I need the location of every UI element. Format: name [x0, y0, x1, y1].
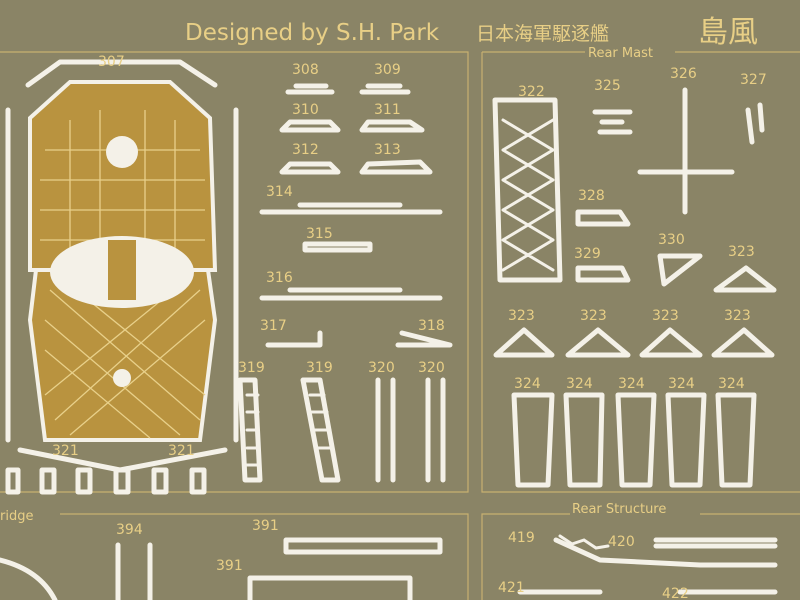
- parts-324-row: [511, 392, 757, 488]
- part-number-324e: 324: [718, 376, 745, 392]
- part-number-324d: 324: [668, 376, 695, 392]
- part-number-311: 311: [374, 102, 401, 118]
- part-number-323a: 323: [728, 244, 755, 260]
- part-number-325: 325: [594, 78, 621, 94]
- part-number-312: 312: [292, 142, 319, 158]
- part-number-327: 327: [740, 72, 767, 88]
- part-number-324c: 324: [618, 376, 645, 392]
- part-number-326: 326: [670, 66, 697, 82]
- part-number-419: 419: [508, 530, 535, 546]
- parts-325-327: [592, 87, 765, 215]
- part-number-317: 317: [260, 318, 287, 334]
- fret-frame: [0, 51, 800, 600]
- part-number-323b: 323: [508, 308, 535, 324]
- part-number-391a: 391: [252, 518, 279, 534]
- section-label-bridge: ridge: [0, 509, 33, 524]
- part-number-319a: 319: [238, 360, 265, 376]
- part-307-bridge-deck: [5, 59, 239, 473]
- part-number-310: 310: [292, 102, 319, 118]
- part-number-323e: 323: [724, 308, 751, 324]
- designer-credit: Designed by S.H. Park: [185, 20, 440, 46]
- part-number-321a: 321: [52, 443, 79, 459]
- part-number-321b: 321: [168, 443, 195, 459]
- part-number-323c: 323: [580, 308, 607, 324]
- part-number-318: 318: [418, 318, 445, 334]
- part-number-320b: 320: [418, 360, 445, 376]
- parts-319-320-ladders: [237, 377, 446, 483]
- japanese-caption: 日本海軍駆逐艦: [476, 23, 609, 45]
- section-label-rear-mast: Rear Mast: [588, 46, 653, 61]
- part-number-315: 315: [306, 226, 333, 242]
- parts-323-row: [493, 327, 775, 358]
- part-number-316: 316: [266, 270, 293, 286]
- parts-328-330: [575, 209, 777, 293]
- part-number-307: 307: [98, 54, 125, 70]
- part-number-329: 329: [574, 246, 601, 262]
- part-number-322: 322: [518, 84, 545, 100]
- section-label-rear-structure: Rear Structure: [572, 502, 666, 517]
- part-number-323d: 323: [652, 308, 679, 324]
- part-number-330: 330: [658, 232, 685, 248]
- part-number-319b: 319: [306, 360, 333, 376]
- part-number-391b: 391: [216, 558, 243, 574]
- part-number-422: 422: [662, 586, 689, 600]
- part-number-309: 309: [374, 62, 401, 78]
- part-number-314: 314: [266, 184, 293, 200]
- part-number-324b: 324: [566, 376, 593, 392]
- part-number-394: 394: [116, 522, 143, 538]
- part-number-313: 313: [374, 142, 401, 158]
- part-number-324a: 324: [514, 376, 541, 392]
- part-322-lattice: [492, 97, 563, 283]
- rear-structure-parts: [517, 534, 778, 595]
- part-number-308: 308: [292, 62, 319, 78]
- part-number-320a: 320: [368, 360, 395, 376]
- ship-name-kanji: 島風: [698, 15, 758, 50]
- part-number-420: 420: [608, 534, 635, 550]
- bridge-section-parts: [0, 537, 443, 600]
- part-number-421: 421: [498, 580, 525, 596]
- part-number-328: 328: [578, 188, 605, 204]
- parts-308-313: [259, 83, 453, 348]
- parts-321: [5, 467, 207, 495]
